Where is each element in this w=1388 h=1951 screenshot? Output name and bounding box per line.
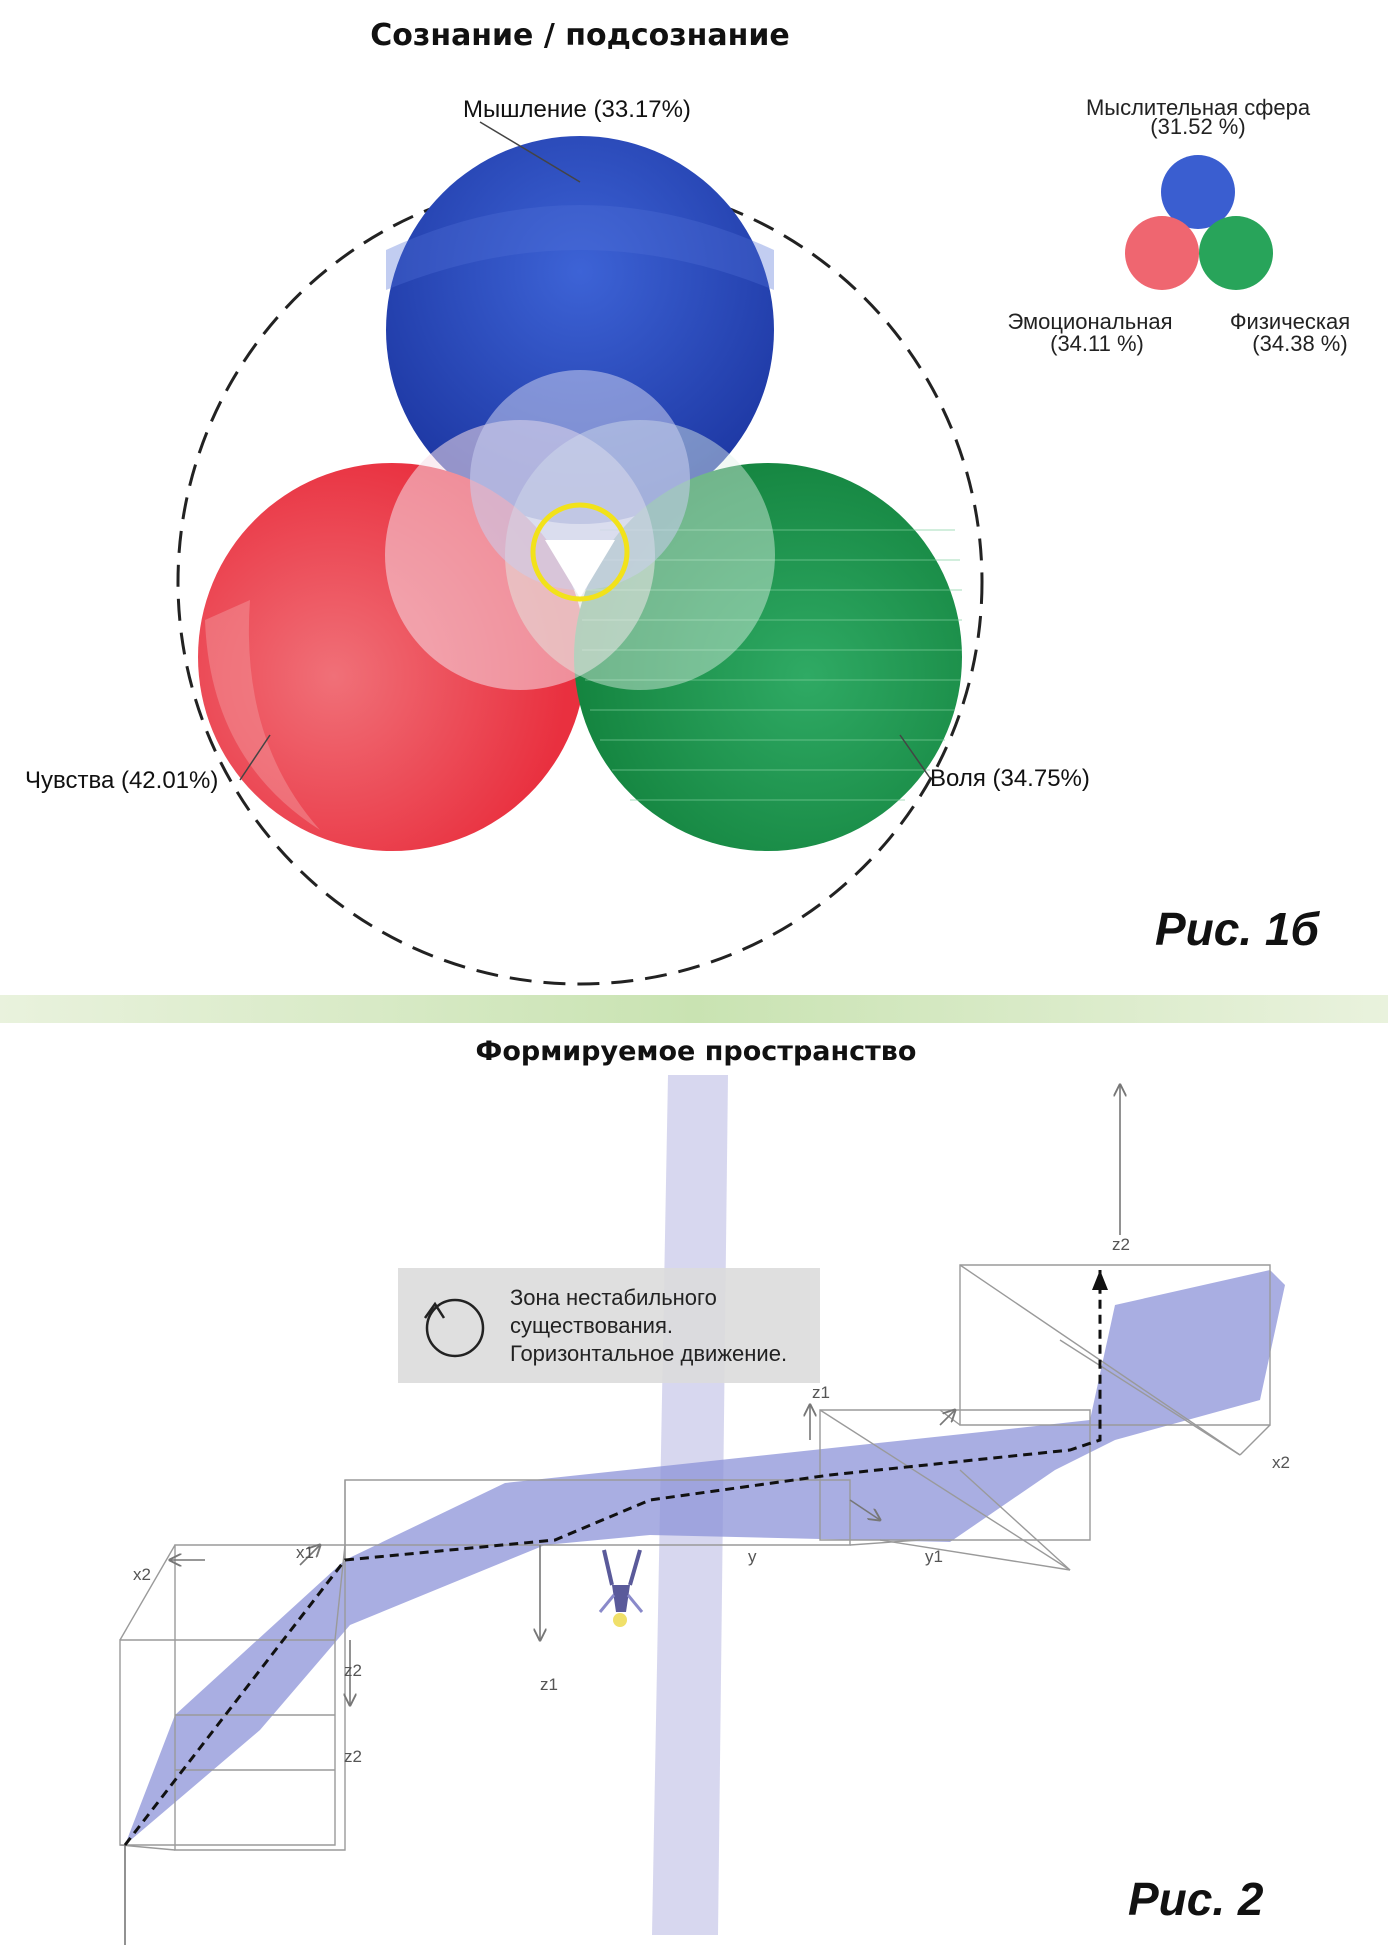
- legend-emotional-circle: [1125, 216, 1199, 290]
- figure1-caption: Рис. 1б: [1155, 903, 1321, 955]
- will-leader: [899, 734, 931, 779]
- center-gap: [545, 540, 615, 598]
- figure2-caption: Рис. 2: [1128, 1873, 1264, 1925]
- feelings-leader: [239, 734, 271, 781]
- spheres-legend: Мыслительная сфера (31.52 %) Эмоциональн…: [1007, 95, 1350, 356]
- legend-emotional-label: Эмоциональная: [1007, 309, 1172, 334]
- axis-label-y: y: [748, 1547, 757, 1566]
- will-circle: [574, 463, 962, 851]
- legend-mental-circle: [1161, 155, 1235, 229]
- axis-label-x1-left: x1: [296, 1543, 314, 1562]
- axis-label-z2-top: z2: [1112, 1235, 1130, 1254]
- trajectory-arrowhead: [1092, 1270, 1108, 1290]
- feelings-label: Чувства (42.01%): [25, 767, 218, 794]
- axis-label-z1-low: z1: [540, 1675, 558, 1694]
- figure1-title: Сознание / подсознание: [370, 18, 789, 53]
- axis-label-y1: y1: [925, 1547, 943, 1566]
- axis-label-x2-left: x2: [133, 1565, 151, 1584]
- zone-line1: Зона нестабильного: [510, 1285, 717, 1310]
- thinking-leader: [479, 121, 581, 183]
- person-figure: [598, 1549, 644, 1627]
- axis-label-x2-right: x2: [1272, 1453, 1290, 1472]
- separator-band: [0, 995, 1388, 1023]
- axis-label-z2-low-b: z2: [344, 1747, 362, 1766]
- legend-emotional-value: (34.11 %): [1050, 331, 1144, 356]
- zone-line3: Горизонтальное движение.: [510, 1341, 787, 1366]
- figure-space: Формируемое пространство: [119, 1036, 1290, 1945]
- movement-ribbon: [125, 1270, 1285, 1845]
- rotation-icon: [425, 1298, 485, 1358]
- overlap-blue-light: [470, 370, 690, 590]
- unstable-zone-box: Зона нестабильного существования. Горизо…: [398, 1268, 820, 1383]
- legend-mental-label: Мыслительная сфера: [1086, 95, 1311, 120]
- legend-physical-value: (34.38 %): [1252, 331, 1347, 356]
- wireframe-boxes: [119, 1264, 1271, 1851]
- zone-line2: существования.: [510, 1313, 673, 1338]
- outer-dashed-circle: [176, 178, 984, 986]
- dashed-trajectory: [123, 1270, 1102, 1846]
- figure-consciousness: Сознание / подсознание: [25, 18, 1350, 986]
- axis-label-z1-mid: z1: [812, 1383, 830, 1402]
- legend-physical-circle: [1199, 216, 1273, 290]
- legend-physical-label: Физическая: [1230, 309, 1350, 334]
- center-yellow-ring: [530, 502, 630, 602]
- axis-label-z2-low-a: z2: [344, 1661, 362, 1680]
- thinking-label: Мышление (33.17%): [463, 96, 691, 123]
- legend-mental-value: (31.52 %): [1150, 114, 1245, 139]
- figure2-title: Формируемое пространство: [476, 1036, 917, 1067]
- will-label: Воля (34.75%): [930, 765, 1090, 792]
- axis-arrows: [124, 1085, 1120, 1945]
